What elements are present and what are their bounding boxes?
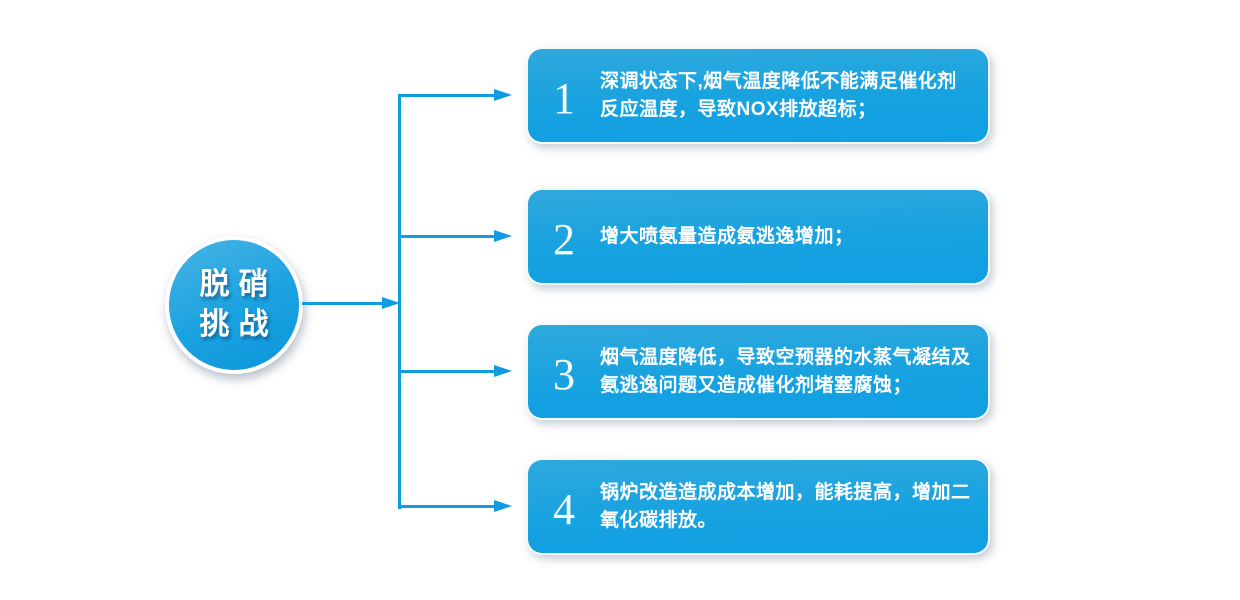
challenge-text: 锅炉改造造成成本增加，能耗提高，增加二氧化碳排放。 [600, 481, 971, 531]
connector-branch-2 [398, 235, 494, 238]
challenge-number: 1 [553, 73, 575, 123]
challenge-box-2: 2 增大喷氨量造成氨逃逸增加； [526, 188, 990, 285]
challenge-text: 烟气温度降低，导致空预器的水蒸气凝结及氨逃逸问题又造成催化剂堵塞腐蚀； [600, 346, 971, 396]
arrow-right-icon [494, 230, 512, 242]
connector-branch-4 [398, 505, 494, 508]
arrow-right-icon [494, 89, 512, 101]
root-node-label-line1: 脱硝 [199, 268, 278, 301]
challenge-text: 深调状态下,烟气温度降低不能满足催化剂反应温度，导致NOX排放超标； [600, 70, 957, 120]
challenge-text: 增大喷氨量造成氨逃逸增加； [600, 225, 854, 247]
arrow-right-icon [494, 365, 512, 377]
connector-branch-3 [398, 370, 494, 373]
challenge-box-4: 4 锅炉改造造成成本增加，能耗提高，增加二氧化碳排放。 [526, 458, 990, 555]
challenge-number: 4 [553, 484, 575, 534]
arrow-right-icon [494, 500, 512, 512]
root-node-label-line2: 挑战 [199, 308, 278, 341]
connector-branch-1 [398, 94, 494, 97]
arrow-right-icon [382, 297, 400, 309]
connector-trunk [398, 95, 401, 509]
challenge-number: 3 [553, 349, 575, 399]
challenge-box-1: 1 深调状态下,烟气温度降低不能满足催化剂反应温度，导致NOX排放超标； [526, 47, 990, 144]
challenge-number: 2 [553, 214, 575, 264]
challenge-box-3: 3 烟气温度降低，导致空预器的水蒸气凝结及氨逃逸问题又造成催化剂堵塞腐蚀； [526, 323, 990, 420]
root-node: 脱硝 挑战 [165, 236, 303, 374]
connector-stem [302, 302, 382, 305]
